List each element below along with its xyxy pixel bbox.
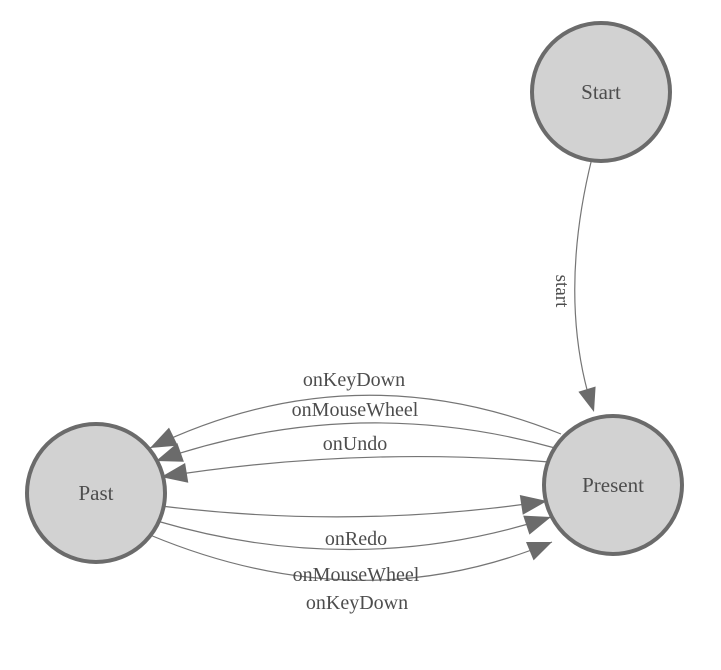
edge-past-to-present-onmousewheel — [156, 516, 552, 551]
arrowhead-past-to-present-onredo — [519, 495, 547, 515]
state-node-past-label: Past — [78, 481, 113, 505]
node-group: Start Present Past — [25, 21, 684, 564]
edge-label-start: start — [551, 275, 572, 308]
state-node-present-label: Present — [582, 473, 644, 497]
edge-label-onmousewheel-bottom: onMouseWheel — [293, 564, 420, 586]
state-node-present: Present — [542, 414, 684, 556]
edge-label-onkeydown-top: onKeyDown — [303, 369, 405, 391]
edge-start-to-present — [574, 157, 593, 405]
edge-label-onkeydown-bottom: onKeyDown — [306, 592, 408, 614]
edge-label-onundo: onUndo — [323, 433, 387, 455]
arrowhead-past-to-present-onmousewheel — [523, 515, 551, 535]
state-node-present-circle[interactable] — [542, 414, 684, 556]
state-node-past-circle[interactable] — [25, 422, 167, 564]
arrowhead-present-to-past-onundo — [161, 463, 189, 483]
edge-label-onredo: onRedo — [325, 528, 387, 550]
edge-present-to-past-onundo — [160, 455, 550, 478]
arrowhead-present-to-past-onkeydown — [150, 427, 178, 448]
edge-group — [149, 157, 596, 581]
arrowhead-start-to-present — [578, 386, 596, 412]
edge-past-to-present-onredo — [160, 500, 548, 518]
state-node-start-circle[interactable] — [530, 21, 672, 163]
edge-label-group: start onKeyDown onMouseWheel onUndo onRe… — [292, 275, 572, 614]
arrowhead-past-to-present-onkeydown — [526, 542, 552, 561]
state-node-start-label: Start — [581, 80, 621, 104]
edge-present-to-past-onmousewheel — [155, 422, 556, 462]
edge-past-to-present-onkeydown — [149, 534, 553, 581]
state-node-start: Start — [530, 21, 672, 163]
arrowhead-present-to-past-onmousewheel — [156, 443, 184, 462]
edge-present-to-past-onkeydown — [149, 394, 562, 449]
state-node-past: Past — [25, 422, 167, 564]
edge-label-onmousewheel-top: onMouseWheel — [292, 399, 419, 421]
